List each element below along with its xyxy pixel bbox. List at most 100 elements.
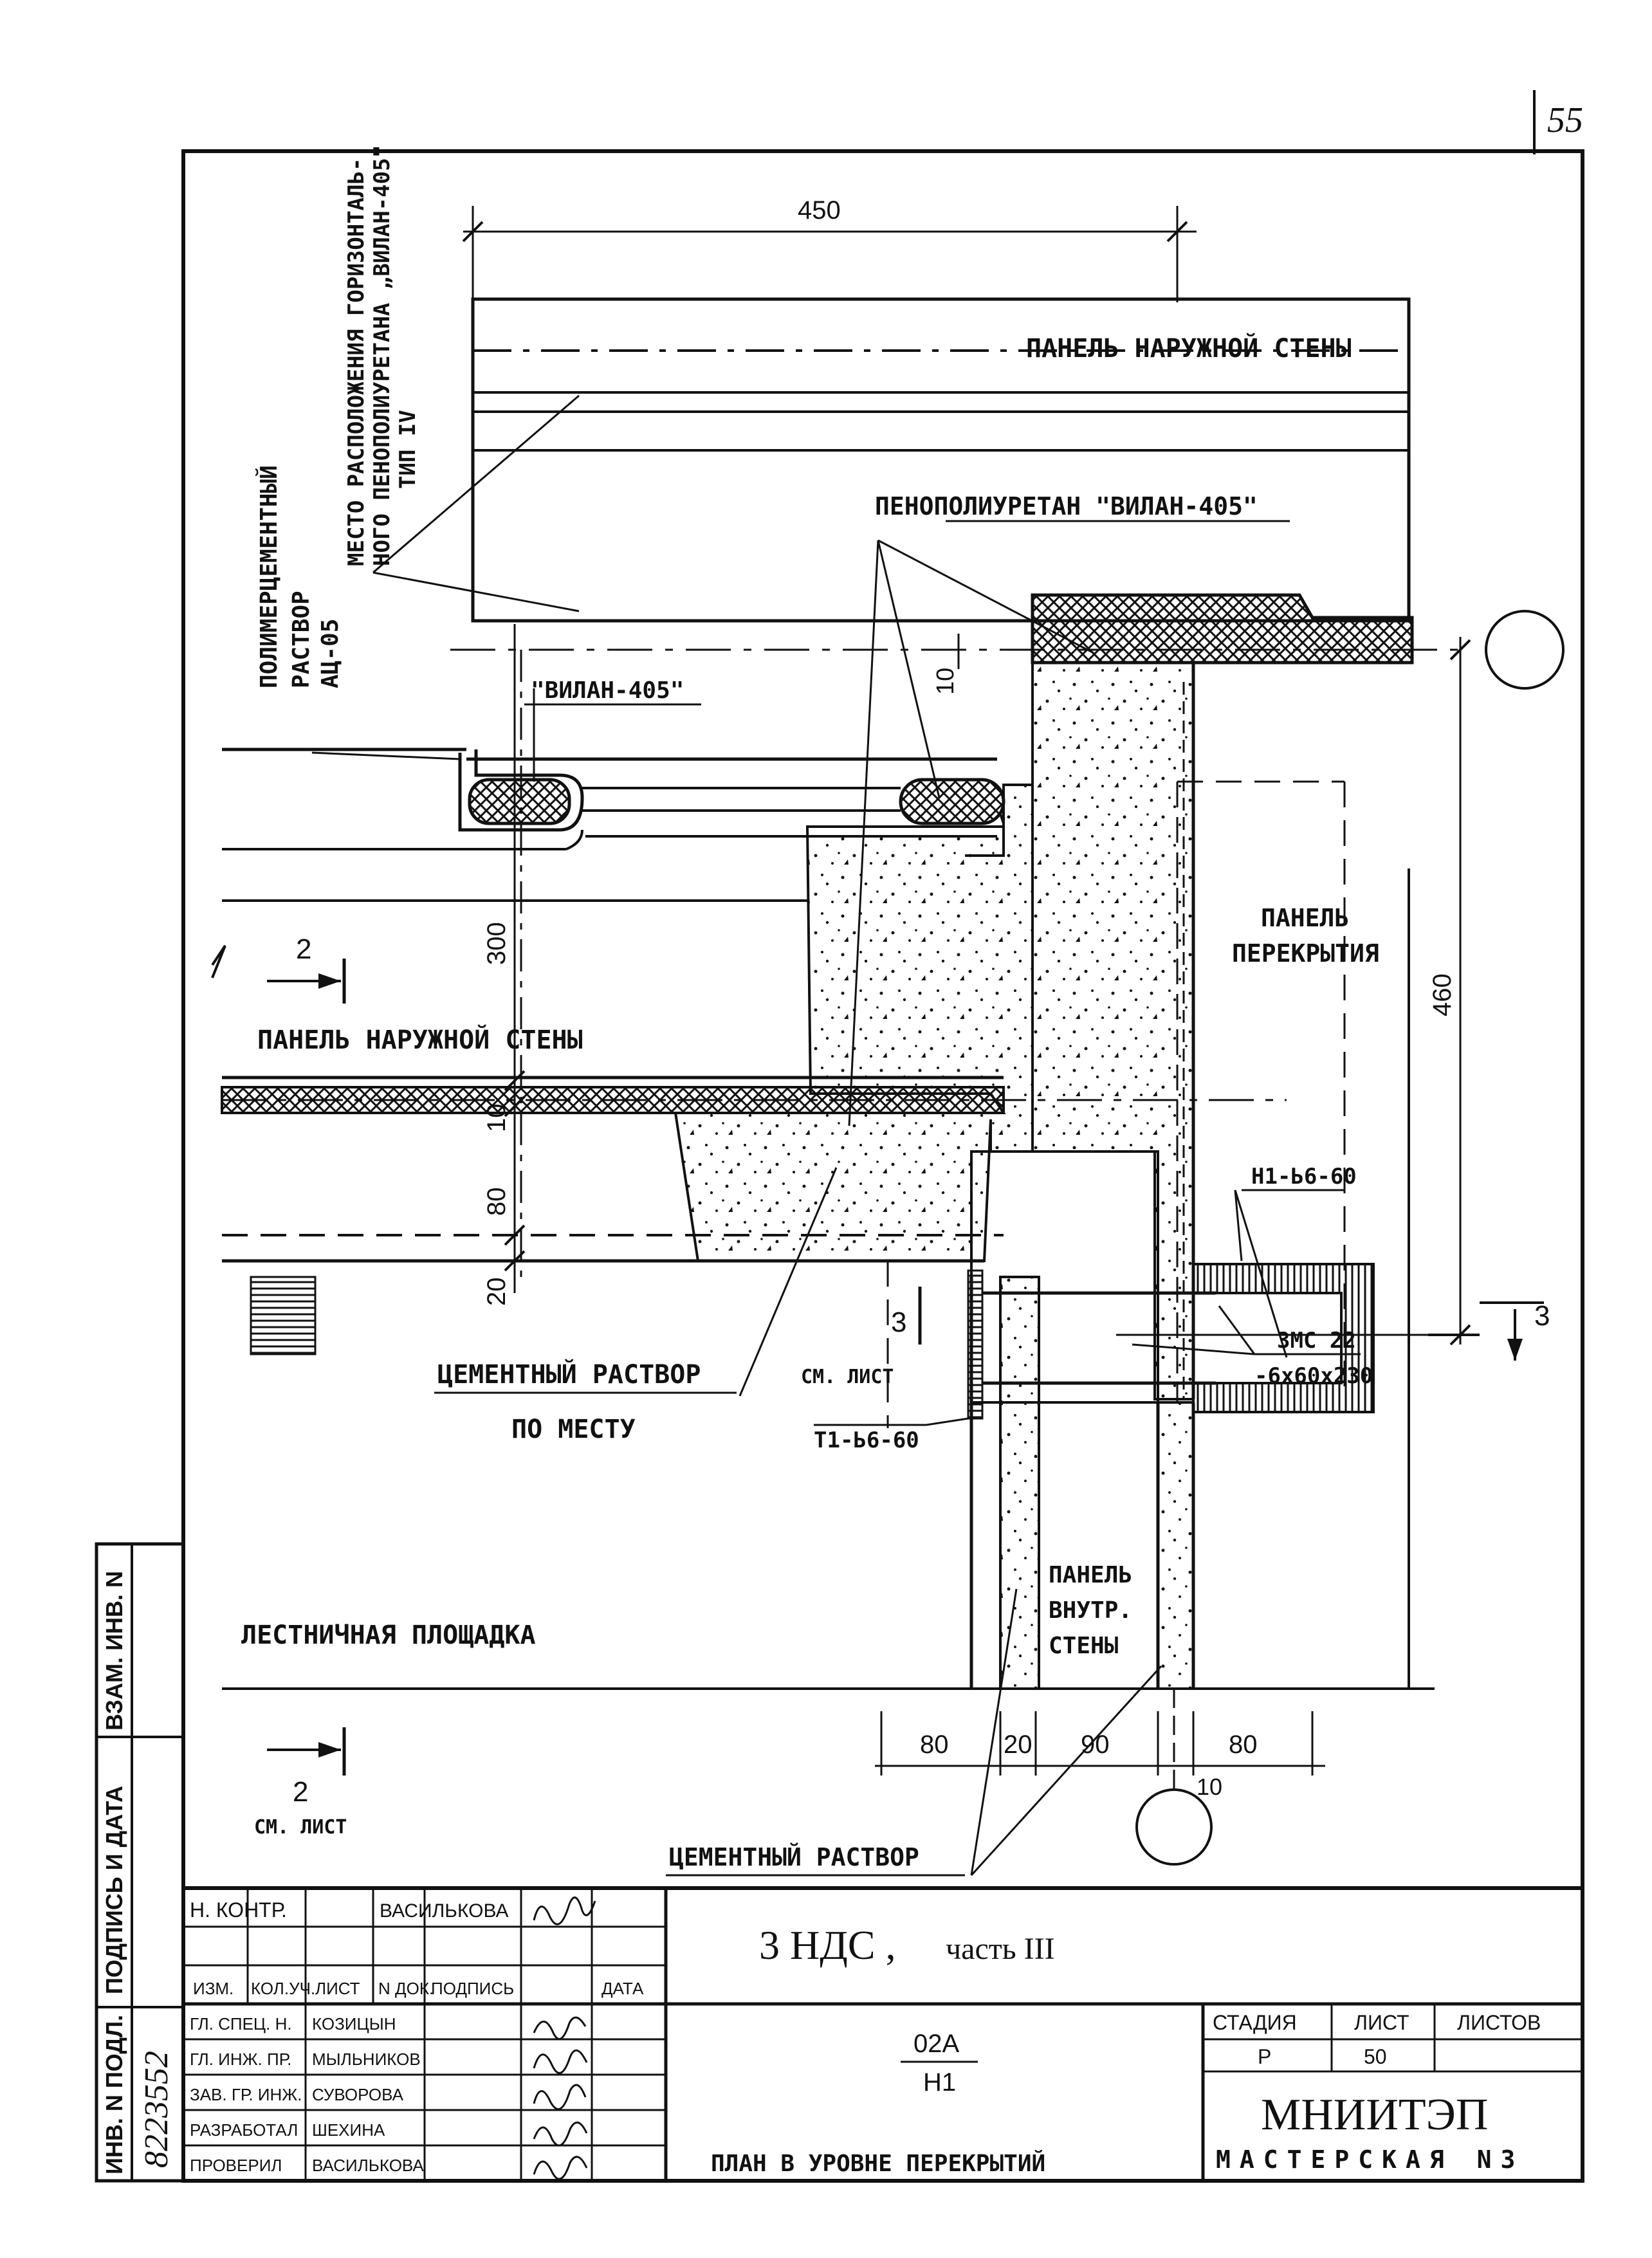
label-horiz-1: МЕСТО РАСПОЛОЖЕНИЯ ГОРИЗОНТАЛЬ- <box>344 158 369 566</box>
tb-code-bottom: Н1 <box>923 2068 956 2097</box>
label-cement-1: ЦЕМЕНТНЫЙ РАСТВОР <box>437 1359 701 1390</box>
plan-drawing: 450 460 300 10 80 20 10 <box>211 145 1565 1877</box>
tb-name-4: ВАСИЛЬКОВА <box>312 2156 424 2175</box>
section-mark-2-bottom: 2 СМ. ЛИСТ <box>254 1727 347 1839</box>
dim-450-label: 450 <box>798 196 841 225</box>
tb-top-role-0: Н. КОНТР. <box>190 1898 287 1922</box>
label-cement-2: ПО МЕСТУ <box>511 1415 636 1444</box>
dimension-450: 450 <box>462 196 1197 302</box>
label-panel-outer-mid: ПАНЕЛЬ НАРУЖНОЙ СТЕНЫ <box>257 1024 583 1055</box>
label-stair: ЛЕСТНИЧНАЯ ПЛОЩАДКА <box>241 1620 536 1650</box>
foam-strip-top <box>1031 593 1414 665</box>
tb-header-4: ПОДПИСЬ <box>431 1979 514 1998</box>
dimension-small-10: 10 <box>932 634 960 695</box>
tb-role-1: ГЛ. ИНЖ. ПР. <box>190 2050 291 2069</box>
loop-embed <box>1192 1263 1375 1413</box>
dim-bottom-80b-label: 80 <box>1229 1730 1258 1759</box>
label-zmc-2: -6х60х230 <box>1254 1363 1373 1389</box>
tb-header-2: ЛИСТ <box>315 1979 360 1998</box>
label-h1: Н1-Ь6-60 <box>1251 1164 1357 1189</box>
label-panel-floor-1: ПАНЕЛЬ <box>1261 904 1349 932</box>
dimension-left-stack: 300 10 80 20 <box>482 624 526 1307</box>
tb-stage-value: Р <box>1258 2045 1271 2068</box>
tb-role-2: ЗАВ. ГР. ИНЖ. <box>190 2085 302 2104</box>
label-panel-outer-top: ПАНЕЛЬ НАРУЖНОЙ СТЕНЫ <box>1026 333 1352 363</box>
label-polymer-1: ПОЛИМЕРЦЕМЕНТНЫЙ <box>255 465 282 688</box>
tb-sheet-label: ЛИСТ <box>1354 2011 1409 2034</box>
label-panel-inner-3: СТЕНЫ <box>1049 1633 1118 1659</box>
tb-code-top: 02А <box>913 2030 959 2058</box>
concrete-joint-vertical <box>1031 661 1195 1400</box>
label-panel-inner-2: ВНУТР. <box>1049 1597 1132 1624</box>
label-polymer-3: АЦ-05 <box>317 619 344 688</box>
signatures <box>533 1896 596 2180</box>
tb-sheets-label: ЛИСТОВ <box>1457 2011 1541 2034</box>
tb-project-title: 3 НДС , <box>759 1922 896 1968</box>
tb-role-0: ГЛ. СПЕЦ. Н. <box>190 2014 292 2033</box>
dim-bottom-20-label: 20 <box>1004 1730 1032 1759</box>
dim-20-label: 20 <box>482 1278 511 1307</box>
sheet-number-group: 55 <box>1533 90 1583 154</box>
tb-header-0: ИЗМ. <box>193 1979 234 1998</box>
label-zmc-1: ЗМС 22 <box>1277 1328 1356 1354</box>
tb-name-0: КОЗИЦЫН <box>312 2014 396 2033</box>
tb-header-1: КОЛ.УЧ. <box>251 1979 315 1998</box>
sheet-number: 55 <box>1547 100 1583 140</box>
dimension-460: 460 <box>1428 637 1471 1346</box>
tb-sheet-value: 50 <box>1364 2045 1387 2068</box>
axis-marker-right <box>1485 610 1565 690</box>
tb-role-4: ПРОВЕРИЛ <box>190 2156 282 2175</box>
section-mark-3-left: 3 СМ. ЛИСТ <box>801 1287 922 1388</box>
section-mark-3-right: 3 <box>1480 1300 1550 1361</box>
dim-bottom-80a-label: 80 <box>920 1730 949 1759</box>
section-3-left-label: 3 <box>891 1307 906 1338</box>
tb-top-name-0: ВАСИЛЬКОВА <box>380 1900 508 1922</box>
dim-small-10-label: 10 <box>932 668 959 695</box>
see-sheet-mid: СМ. ЛИСТ <box>801 1366 894 1388</box>
dimension-bottom-chain: 80 20 90 80 10 <box>875 1711 1325 1800</box>
side-stamp: ВЗАМ. ИНВ. N ПОДПИСЬ И ДАТА ИНВ. N ПОДЛ.… <box>95 1542 185 2183</box>
label-horiz-3: ТИП IV <box>395 410 421 489</box>
side-stamp-inv-orig: ИНВ. N ПОДЛ. <box>101 2015 127 2174</box>
stair-vent <box>250 1276 317 1355</box>
dim-80-label: 80 <box>482 1188 511 1216</box>
axis-marker-bottom <box>1135 1788 1213 1866</box>
section-3-right-label: 3 <box>1534 1300 1550 1332</box>
tb-name-1: МЫЛЬНИКОВ <box>312 2050 421 2069</box>
tb-org-name: МНИИТЭП <box>1261 2090 1488 2140</box>
seal-right <box>899 778 1005 825</box>
label-cement-bottom: ЦЕМЕНТНЫЙ РАСТВОР <box>669 1843 919 1871</box>
tb-name-3: ШЕХИНА <box>312 2120 385 2140</box>
tb-stage-label: СТАДИЯ <box>1213 2011 1297 2034</box>
section-2-top-label: 2 <box>296 933 311 965</box>
tb-drawing-name: ПЛАН В УРОВНЕ ПЕРЕКРЫТИЙ <box>711 2150 1045 2177</box>
anchor-plate <box>967 1269 984 1420</box>
label-foam-top: ПЕНОПОЛИУРЕТАН "ВИЛАН-405" <box>875 492 1258 520</box>
tb-role-3: РАЗРАБОТАЛ <box>190 2120 298 2140</box>
dim-bottom-10-label: 10 <box>1197 1774 1222 1800</box>
tb-project-part: часть III <box>946 1932 1055 1966</box>
side-stamp-signature-date: ПОДПИСЬ И ДАТА <box>101 1786 127 1994</box>
label-horiz-2: НОГО ПЕНОПОЛИУРЕТАНА „ВИЛАН-405" <box>369 145 395 566</box>
label-polymer-2: РАСТВОР <box>288 591 315 688</box>
tb-name-2: СУВОРОВА <box>312 2085 404 2104</box>
side-stamp-inv-vzam: ВЗАМ. ИНВ. N <box>101 1571 127 1730</box>
tb-header-3: N ДОК. <box>378 1979 434 1998</box>
section-mark-2-top: 2 <box>267 933 346 1004</box>
see-sheet-bottom: СМ. ЛИСТ <box>254 1816 347 1839</box>
tb-org-sub: МАСТЕРСКАЯ N3 <box>1216 2145 1524 2174</box>
leader-lines <box>311 394 1361 1877</box>
tb-header-5: ДАТА <box>601 1979 644 1998</box>
dim-460-label: 460 <box>1428 973 1456 1016</box>
outer-wall-panel-top <box>471 297 1411 623</box>
dim-10-label: 10 <box>482 1104 511 1133</box>
label-panel-inner-1: ПАНЕЛЬ <box>1049 1562 1132 1588</box>
section-2-bottom-label: 2 <box>293 1776 308 1808</box>
dim-300-label: 300 <box>482 922 511 965</box>
seal-left <box>468 778 571 825</box>
dim-bottom-90-label: 90 <box>1081 1730 1110 1759</box>
label-panel-floor-2: ПЕРЕКРЫТИЯ <box>1232 939 1379 968</box>
title-block: Н. КОНТР. ВАСИЛЬКОВА ИЗМ. КОЛ.УЧ. ЛИСТ N… <box>181 1886 1584 2183</box>
side-stamp-inv-number: 8223552 <box>138 2051 175 2168</box>
